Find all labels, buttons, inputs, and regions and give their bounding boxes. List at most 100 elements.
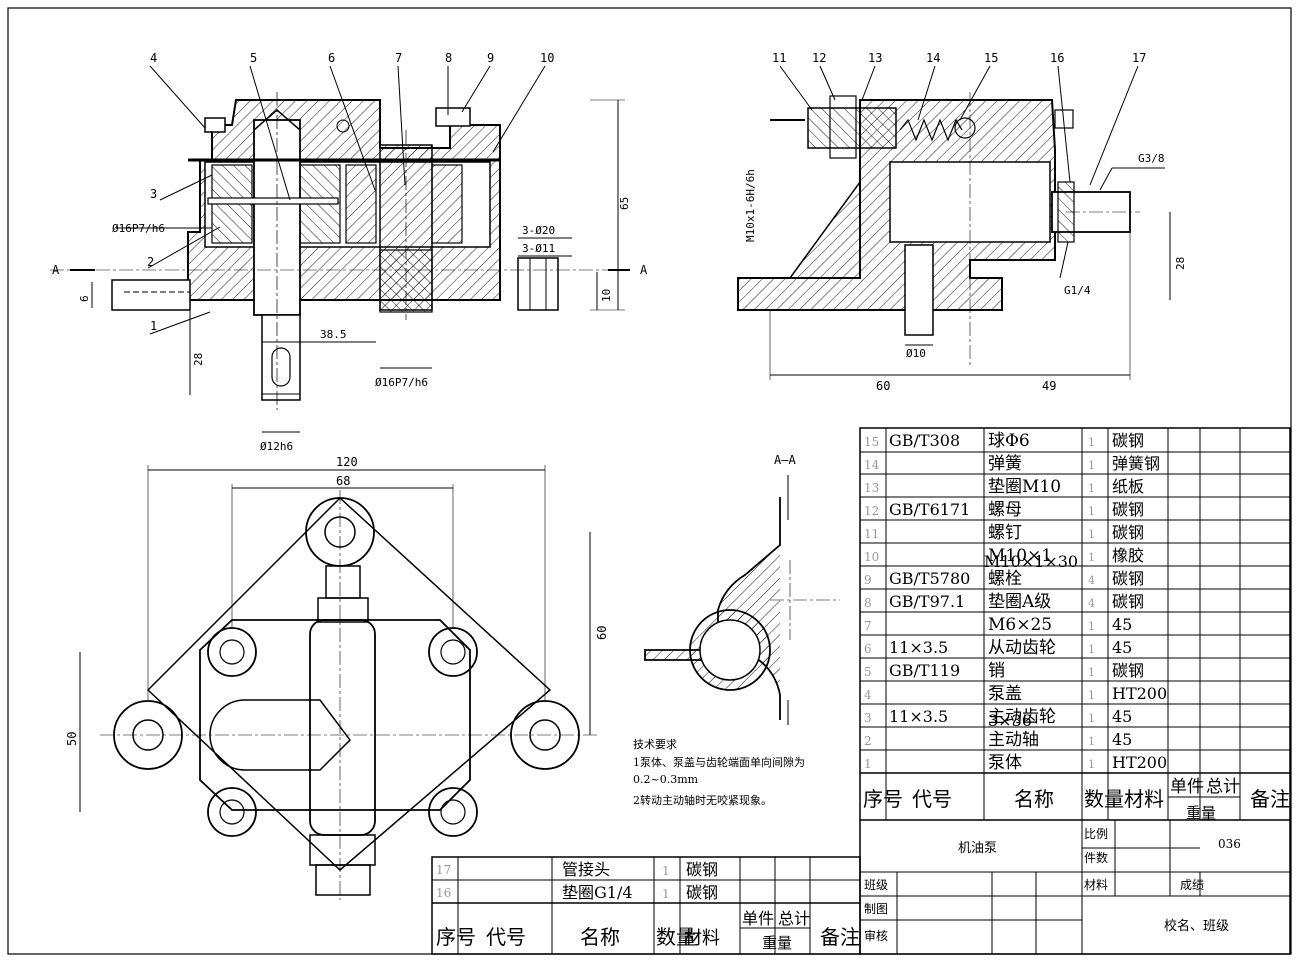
bom-main-cell: 45	[1112, 707, 1132, 726]
section-label-a-right: A	[640, 263, 648, 277]
drawing-title: 机油泵	[958, 841, 997, 856]
drawing-number: 036	[1218, 837, 1241, 851]
balloon-10: 10	[540, 51, 554, 65]
balloon-8: 8	[445, 51, 452, 65]
bom-main-cell: 3	[864, 711, 872, 725]
bom-main-cell: 橡胶	[1112, 546, 1144, 565]
bom-small-header-unit: 单件	[742, 909, 774, 928]
dim-top-2: 60	[595, 626, 609, 640]
school-class: 校名、班级	[1164, 918, 1229, 934]
bom-main-cell: 纸板	[1112, 477, 1144, 496]
bom-main-cell: GB/T97.1	[889, 592, 965, 611]
bom-main-cell: 销	[988, 661, 1005, 681]
balloon-9: 9	[487, 51, 494, 65]
tech-req-line3: 2转动主动轴时无咬紧现象。	[633, 793, 772, 807]
bom-main-cell: 1	[1088, 643, 1095, 656]
bom-main-cell: 碳钢	[1112, 523, 1144, 542]
dim-side-6: 49	[1042, 379, 1056, 393]
bom-main-header-unit: 单件	[1170, 777, 1204, 797]
bom-main-cell: 14	[864, 458, 880, 472]
dim-side-4: Ø10	[906, 347, 926, 360]
bom-main-cell: 1	[1088, 689, 1095, 702]
bom-main-table	[859, 427, 1291, 955]
bom-main-cell: M10×1	[988, 546, 1052, 566]
dim-top-0: 120	[336, 455, 358, 469]
bom-main-cell: 13	[864, 481, 879, 495]
bom-main-cell: 5	[864, 665, 872, 679]
tb-label-class: 班级	[864, 878, 888, 892]
section-aa-view	[644, 475, 840, 725]
bom-small-header-total: 总计	[778, 909, 810, 928]
bom-main-cell: 1	[1088, 620, 1095, 633]
tb-label-checked: 审核	[864, 928, 888, 943]
dim-side-5: 60	[876, 379, 890, 393]
tech-req-line1: 1泵体、泵盖与齿轮端面单向间隙为	[633, 755, 805, 769]
bom-main-cell: 45	[1112, 638, 1132, 657]
bom-main-cell: 弹簧钢	[1112, 454, 1160, 473]
balloon-5: 5	[250, 51, 257, 65]
bom-small-header-name: 名称	[580, 925, 620, 949]
bom-main-cell: GB/T5780	[889, 569, 970, 588]
balloon-15: 15	[984, 51, 998, 65]
balloon-12: 12	[812, 51, 826, 65]
bom-main-cell: 4	[1088, 597, 1095, 610]
dim-side-1: G3/8	[1138, 152, 1165, 165]
bom-main-cell: 4	[1088, 574, 1095, 587]
bom-main-cell: 1	[864, 757, 872, 771]
tech-req-title: 技术要求	[633, 738, 677, 751]
bom-small-table	[431, 856, 861, 955]
dim-front-6: 28	[192, 353, 205, 366]
front-section-view	[50, 65, 630, 433]
dim-side-0: M10x1-6H/6h	[744, 169, 757, 242]
bom-extra-0: M10×1×30	[984, 552, 1078, 571]
bom-main-cell: 11	[864, 527, 879, 541]
bom-main-cell: 8	[864, 596, 872, 610]
bom-main-cell: 从动齿轮	[988, 638, 1056, 658]
bom-main-cell: 碳钢	[1112, 569, 1144, 588]
balloon-16: 16	[1050, 51, 1064, 65]
dim-front-2: 3-Ø11	[522, 242, 555, 255]
bom-main-cell: GB/T6171	[889, 500, 970, 519]
bom-main-cell: 垫圈M10	[988, 477, 1061, 497]
bom-small-header-weight: 重量	[762, 934, 792, 952]
bom-main-cell: 2	[864, 734, 872, 748]
bom-main-cell: 垫圈A级	[988, 592, 1051, 612]
bom-main-cell: 碳钢	[1112, 661, 1144, 680]
sheet-border	[7, 7, 1292, 955]
bom-main-cell: 螺栓	[988, 569, 1022, 589]
bom-main-cell: 主动轴	[988, 730, 1039, 750]
bom-main-cell: 15	[864, 435, 879, 449]
dim-front-4: 6	[78, 295, 91, 302]
dim-top-1: 68	[336, 474, 350, 488]
dim-front-7: 38.5	[320, 328, 347, 341]
tech-req-line2: 0.2~0.3mm	[633, 773, 699, 786]
bom-main-header-name: 名称	[1014, 787, 1054, 811]
tb-label-drafted: 制图	[864, 902, 888, 916]
bom-main-cell: 1	[1088, 758, 1095, 771]
dim-front-1: 3-Ø20	[522, 224, 555, 237]
bom-small-row-16-qty: 1	[662, 887, 670, 901]
bom-main-cell: 1	[1088, 482, 1095, 495]
balloon-3: 3	[150, 187, 157, 201]
bom-small-row-17-seq: 17	[436, 863, 451, 877]
bom-main-cell: 螺钉	[988, 523, 1022, 543]
balloon-6: 6	[328, 51, 335, 65]
bom-main-cell: 球Φ6	[988, 431, 1030, 451]
dim-front-0: Ø16P7/h6	[112, 222, 165, 235]
bom-main-cell: M6×25	[988, 615, 1052, 635]
bom-main-cell: GB/T308	[889, 431, 960, 450]
bom-main-header-total: 总计	[1206, 777, 1240, 797]
bom-main-header-remark: 备注	[1250, 787, 1290, 811]
bom-main-cell: 泵体	[988, 753, 1022, 773]
dim-front-3: 65	[618, 197, 631, 210]
tb-label-score: 成绩	[1180, 878, 1204, 892]
bom-small-row-17-mat: 碳钢	[686, 860, 718, 879]
bom-small-header-seq: 序号	[436, 925, 476, 949]
bom-small-header-code: 代号	[486, 925, 526, 949]
bom-main-cell: 1	[1088, 436, 1095, 449]
bom-small-header-mat: 材料	[684, 928, 720, 949]
dim-top-3: 50	[65, 732, 79, 746]
